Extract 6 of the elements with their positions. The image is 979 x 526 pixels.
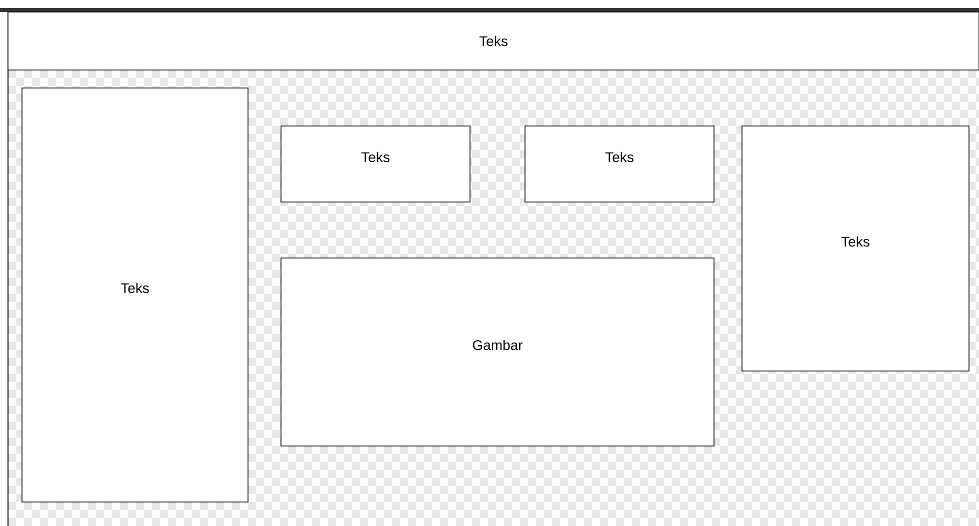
text-box: Teks <box>22 88 248 502</box>
image-frame: Gambar <box>280 258 714 446</box>
text-box: Teks <box>280 126 470 202</box>
text-box: Teks <box>524 126 714 202</box>
header-bar: Teks <box>8 12 979 70</box>
text-box: Teks <box>742 126 970 372</box>
